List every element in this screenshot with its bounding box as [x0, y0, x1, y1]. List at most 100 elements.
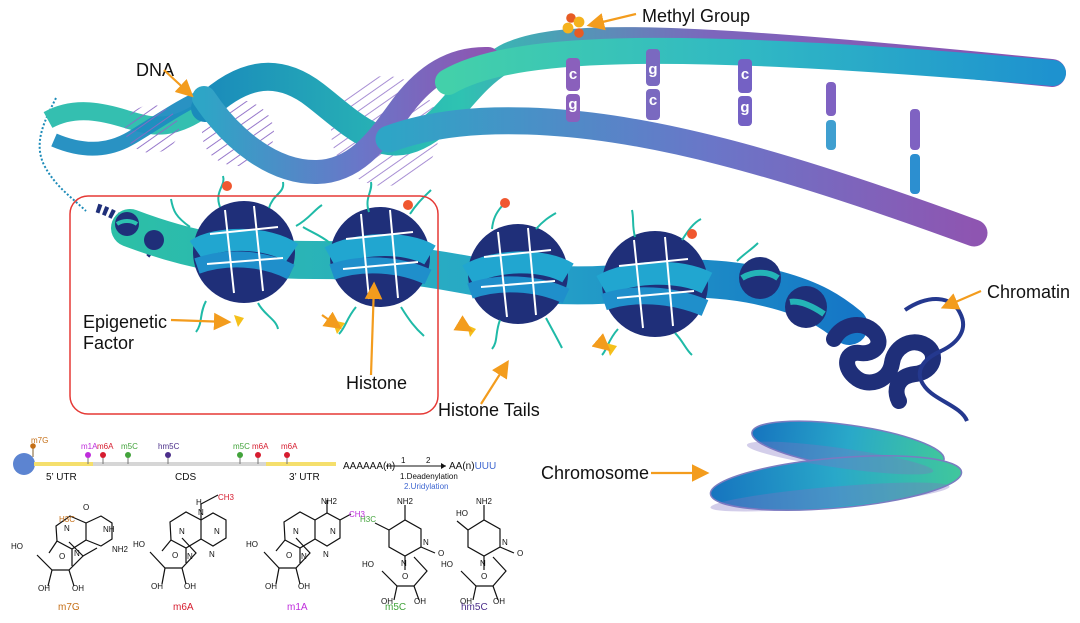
chromosome-arm-bottom — [709, 455, 963, 511]
epigenetic-factor-label-line-1: Epigenetic — [83, 312, 167, 332]
svg-text:N: N — [480, 559, 486, 568]
svg-text:HO: HO — [133, 540, 145, 549]
base-bottom-column-1 — [566, 94, 580, 122]
nucleosome-1 — [189, 201, 299, 303]
base-bar-4-bottom — [826, 120, 836, 150]
svg-text:HO: HO — [441, 560, 453, 569]
chromatin-structure — [826, 297, 969, 422]
svg-text:m5C: m5C — [121, 442, 138, 451]
dna-label: DNA — [136, 60, 174, 80]
svg-text:N: N — [214, 527, 220, 536]
svg-text:N: N — [74, 549, 80, 558]
chromosome-structure — [709, 420, 963, 512]
svg-text:O: O — [517, 549, 523, 558]
svg-text:O: O — [438, 549, 444, 558]
base-bar-4-top — [826, 82, 836, 116]
rna-process-2-label: 2.Uridylation — [404, 482, 448, 491]
svg-text:NH2: NH2 — [321, 497, 338, 506]
svg-text:hm5C: hm5C — [461, 602, 488, 613]
rna-product-label: AA(n)UUU — [449, 461, 496, 472]
svg-text:m5C: m5C — [385, 602, 406, 613]
svg-text:OH: OH — [460, 597, 472, 606]
methyl-group-dot-2 — [573, 16, 585, 28]
tail-marker-4 — [687, 229, 697, 239]
svg-text:O: O — [481, 572, 487, 581]
base-bar-5-bottom — [910, 154, 920, 194]
svg-text:m6A: m6A — [281, 442, 298, 451]
base-bottom-column-3 — [738, 96, 752, 126]
svg-text:HO: HO — [456, 509, 468, 518]
dna-helix-hatch-1 — [125, 105, 179, 153]
small-bead-right-1 — [739, 257, 781, 299]
structure-m1a: NH2 CH3 N N N N HO O OH OH m1A — [246, 497, 366, 613]
svg-text:OH: OH — [381, 597, 393, 606]
histone-label: Histone — [346, 373, 407, 393]
svg-text:H3C: H3C — [59, 515, 75, 524]
arrow-histone-tails — [480, 360, 509, 405]
svg-text:O: O — [402, 572, 408, 581]
arrow-histone-tails-3 — [591, 333, 611, 352]
svg-text:NH2: NH2 — [112, 545, 129, 554]
svg-text:O: O — [59, 552, 65, 561]
base-top-column-2 — [646, 49, 660, 86]
svg-text:N: N — [198, 508, 204, 517]
svg-text:CH3: CH3 — [349, 510, 366, 519]
base-bottom-column-2 — [646, 89, 660, 120]
svg-text:N: N — [401, 559, 407, 568]
base-bottom-letter-2: c — [649, 92, 657, 109]
svg-text:OH: OH — [72, 584, 84, 593]
nucleosome-2 — [324, 207, 436, 307]
svg-text:m1A: m1A — [81, 442, 98, 451]
chromatin-label: Chromatin — [987, 282, 1070, 302]
chromosome-shadow-bottom — [710, 482, 950, 512]
structure-m5c: H3C NH2 N N O HO O OH OH m5C — [360, 497, 444, 613]
svg-text:N: N — [323, 550, 329, 559]
svg-text:OH: OH — [184, 582, 196, 591]
svg-text:N: N — [301, 552, 307, 561]
rna-process-arrow-head — [441, 463, 446, 469]
histone-tail-lines — [170, 175, 759, 356]
epigenetic-factor-label-line-2: Factor — [83, 333, 134, 353]
svg-text:HO: HO — [362, 560, 374, 569]
highlight-box — [69, 195, 439, 415]
nucleosome-array — [95, 175, 868, 356]
rna-cap-circle — [13, 453, 35, 475]
svg-text:m6A: m6A — [97, 442, 114, 451]
base-top-letter-2: g — [648, 61, 657, 78]
svg-text:HO: HO — [11, 542, 23, 551]
tail-marker-3 — [500, 198, 510, 208]
base-top-letter-1: c — [569, 66, 577, 83]
methyl-group-dot-4 — [574, 28, 584, 38]
svg-text:m1A: m1A — [287, 602, 308, 613]
arrow-histone-tails-2 — [453, 315, 474, 332]
rna-3utr-label: 3’ UTR — [289, 472, 320, 483]
arrow-epigenetic-factor — [170, 312, 232, 331]
base-top-letter-3: c — [741, 66, 749, 83]
svg-text:N: N — [64, 524, 70, 533]
svg-text:CH3: CH3 — [218, 493, 235, 502]
structure-m7g: H3C O N NH NH2 N OH OH HO O m7G — [11, 503, 129, 613]
rna-markers: m1A m6A m5C hm5C m5C m6A m6A — [81, 442, 298, 464]
small-bead-left-2 — [144, 230, 164, 250]
tail-marker-2 — [403, 200, 413, 210]
rna-panel: m7G m1A m6A m5C hm5C m5C — [13, 436, 496, 491]
methyl-group-dot-1 — [566, 13, 576, 23]
svg-text:hm5C: hm5C — [158, 442, 180, 451]
svg-text:OH: OH — [414, 597, 426, 606]
yellow-factor-1 — [234, 315, 244, 327]
svg-text:N: N — [209, 550, 215, 559]
svg-text:m6A: m6A — [252, 442, 269, 451]
svg-text:OH: OH — [298, 582, 310, 591]
svg-text:N: N — [502, 538, 508, 547]
rna-cap-marker: m7G — [30, 436, 48, 457]
base-top-column-3 — [738, 59, 752, 93]
rna-step1-num: 1 — [401, 456, 406, 465]
svg-text:N: N — [179, 527, 185, 536]
svg-text:O: O — [83, 503, 89, 512]
svg-text:O: O — [172, 551, 178, 560]
svg-text:m7G: m7G — [31, 436, 48, 445]
arrow-chromatin — [940, 289, 982, 310]
svg-text:NH2: NH2 — [397, 497, 414, 506]
yellow-factor-4 — [606, 343, 617, 356]
svg-text:m7G: m7G — [58, 602, 80, 613]
